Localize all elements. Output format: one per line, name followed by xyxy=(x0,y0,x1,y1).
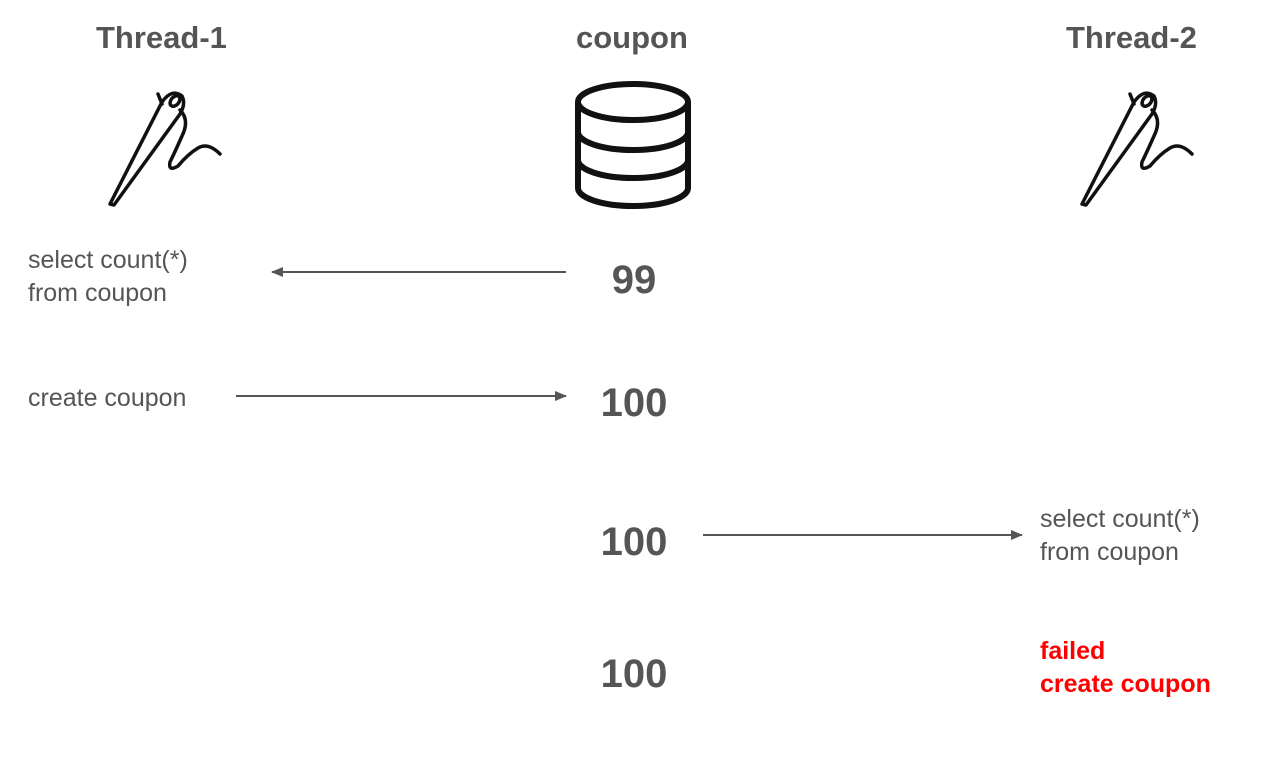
step-1-label-line-1: select count(*) xyxy=(28,246,188,274)
step-3-count: 100 xyxy=(600,520,668,564)
step-3-label: select count(*) from coupon xyxy=(1040,503,1200,569)
step-4-label-line-2: create coupon xyxy=(1040,670,1211,698)
needle-thread-icon xyxy=(108,91,222,207)
step-4-label-line-1: failed xyxy=(1040,637,1106,665)
needle-thread-icon xyxy=(1080,91,1194,207)
step-2-label: create coupon xyxy=(28,382,186,415)
step-3-label-line-2: from coupon xyxy=(1040,538,1179,566)
thread-1-header: Thread-1 xyxy=(96,20,227,55)
step-2-count: 100 xyxy=(600,381,668,425)
database-icon xyxy=(575,81,691,209)
step-1-count: 99 xyxy=(611,258,657,302)
thread-2-header: Thread-2 xyxy=(1066,20,1197,55)
step-1-label: select count(*) from coupon xyxy=(28,244,188,310)
step-1-label-line-2: from coupon xyxy=(28,279,167,307)
step-3-label-line-1: select count(*) xyxy=(1040,505,1200,533)
step-4-count: 100 xyxy=(600,652,668,696)
coupon-db-header: coupon xyxy=(576,20,688,55)
step-4-failure-label: failed create coupon xyxy=(1040,635,1211,701)
step-2-label-line-1: create coupon xyxy=(28,384,187,412)
